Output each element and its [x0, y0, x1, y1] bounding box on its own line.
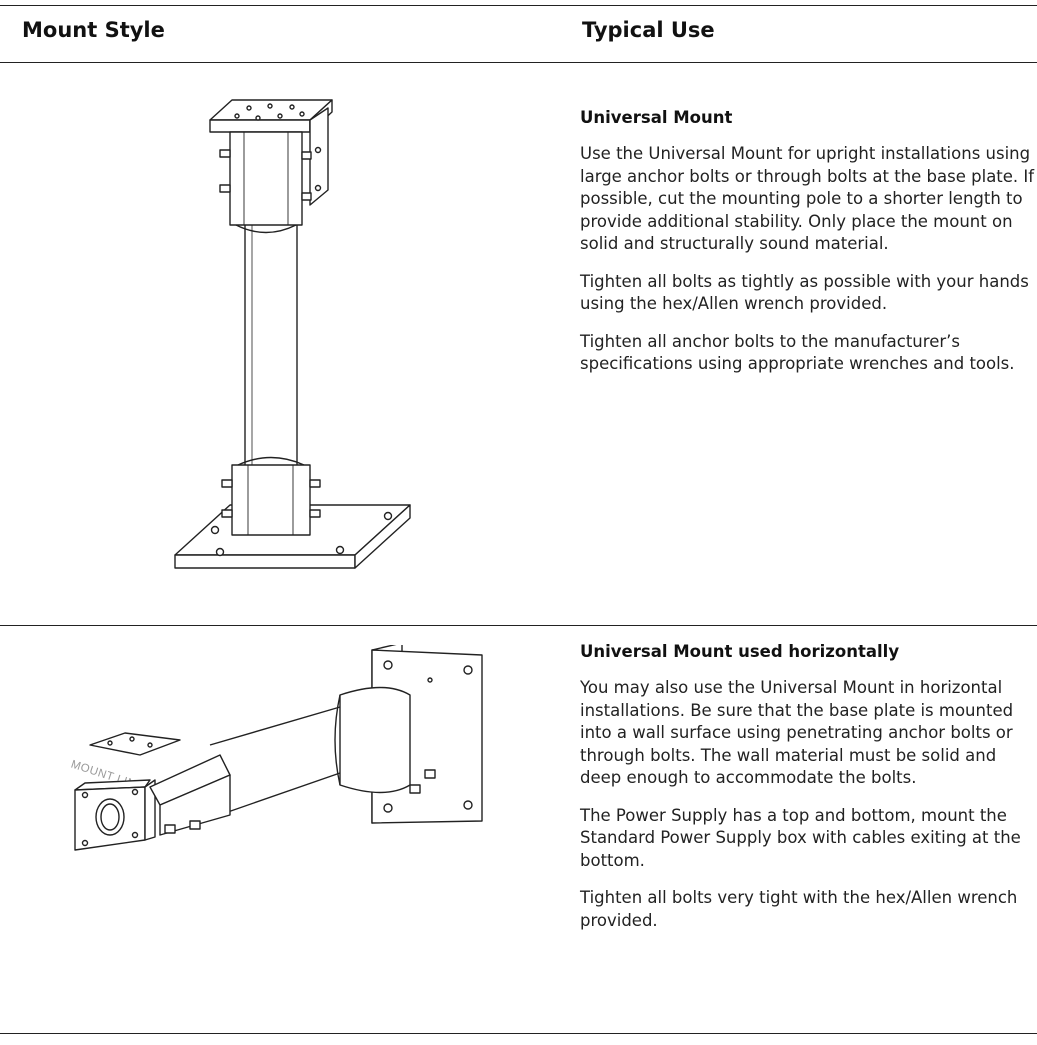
- header-typical-use: Typical Use: [582, 18, 715, 42]
- horizontal-mount-illustration: MOUNT LINKHEAD HERE: [70, 645, 500, 860]
- table-bottom-rule: [0, 1033, 1037, 1034]
- header-mount-style: Mount Style: [22, 18, 165, 42]
- row1-paragraph-3: Tighten all anchor bolts to the manufact…: [580, 331, 1015, 374]
- row1-description: Universal Mount Use the Universal Mount …: [580, 108, 1035, 391]
- table-top-rule: [0, 5, 1037, 6]
- row-divider: [0, 625, 1037, 626]
- row1-paragraph-2: Tighten all bolts as tightly as possible…: [580, 271, 1029, 314]
- row2-paragraph-1: You may also use the Universal Mount in …: [580, 678, 1014, 787]
- row1-paragraph-1: Use the Universal Mount for upright inst…: [580, 144, 1035, 253]
- row2-description: Universal Mount used horizontally You ma…: [580, 642, 1035, 947]
- row1-title: Universal Mount: [580, 108, 733, 127]
- row2-paragraph-3: Tighten all bolts very tight with the he…: [580, 888, 1018, 930]
- row2-paragraph-2: The Power Supply has a top and bottom, m…: [580, 805, 1021, 870]
- vertical-mount-illustration: [160, 80, 420, 600]
- row2-title: Universal Mount used horizontally: [580, 642, 900, 661]
- header-bottom-rule: [0, 62, 1037, 63]
